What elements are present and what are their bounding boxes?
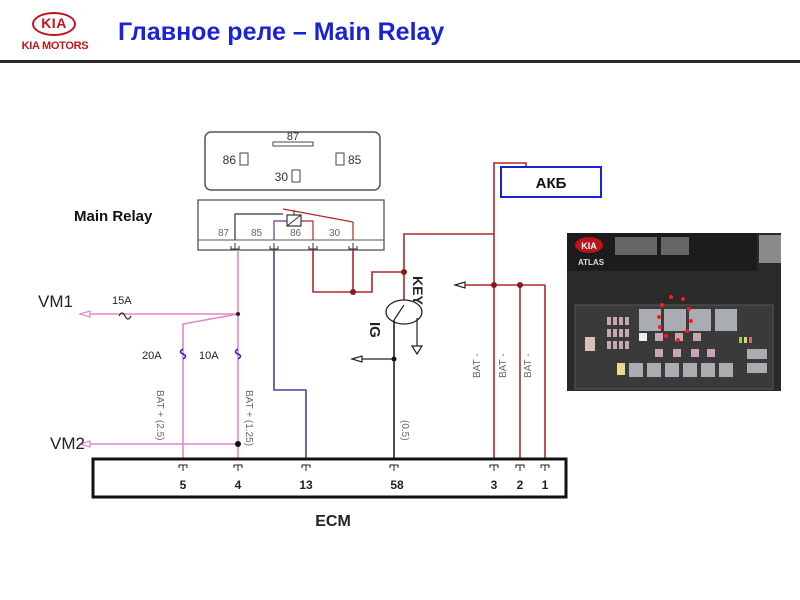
wire-label-pin3: BAT -	[472, 353, 483, 378]
wire-purple-ecm13	[273, 250, 307, 462]
ig-arrow-icon	[349, 355, 363, 363]
kia-emblem: KIA	[32, 12, 76, 36]
ecm-pin-13: 13	[299, 478, 313, 492]
pin-87-slot	[272, 141, 314, 147]
ground-arrow-icon	[410, 345, 424, 356]
key-label: KEY	[410, 276, 426, 305]
switch-arm	[282, 208, 354, 223]
relay-connector-terminals	[230, 243, 358, 250]
vm2-label: VM2	[50, 434, 85, 453]
relay-pin-layout: 87 86 85 30	[204, 131, 381, 191]
ecm-label: ECM	[315, 513, 351, 530]
fuse-10a-label: 10A	[199, 350, 219, 362]
kia-logo: KIA KIA MOTORS	[12, 10, 98, 58]
main-relay-label: Main Relay	[74, 208, 153, 225]
wire-pink-bat-plus	[85, 250, 239, 462]
header-divider	[0, 60, 800, 63]
ecm-pin-4: 4	[235, 478, 242, 492]
relay-pin-30: 30	[329, 228, 341, 239]
photo-kia-emblem: KIA	[581, 241, 597, 251]
battery-label: АКБ	[536, 175, 567, 192]
ecm-terminals	[178, 464, 550, 471]
fuse-box-photo: KIA ATLAS	[567, 233, 781, 391]
ecm-pin-5: 5	[180, 478, 187, 492]
page-title: Главное реле – Main Relay	[118, 18, 445, 46]
relay-pin-86: 86	[290, 228, 302, 239]
vm1-label: VM1	[38, 292, 73, 311]
ecm-pin-1: 1	[542, 478, 549, 492]
ig-label: IG	[366, 322, 383, 338]
fuse-15a-icon	[118, 312, 132, 320]
pin-label-86: 86	[223, 153, 237, 167]
wire-label-pin1: BAT -	[523, 353, 534, 378]
relay-marker-dots	[657, 295, 693, 342]
ignition-switch: KEY IG (0.5)	[349, 276, 426, 462]
relay-pin-layout-frame	[204, 131, 381, 191]
ecm-pin-2: 2	[517, 478, 524, 492]
wire-label-pin5: BAT + (2.5)	[154, 390, 165, 440]
ecm: 5 4 13 58 3 2 1 ECM	[91, 457, 568, 530]
wire-label-pin2: BAT -	[498, 353, 509, 378]
wire-label-pin58: (0.5)	[399, 420, 410, 441]
kia-motors-text: KIA MOTORS	[21, 40, 89, 52]
switch-contact-87	[234, 213, 283, 240]
bat-minus-arrow-icon	[452, 281, 466, 289]
wire-red-relay	[312, 162, 546, 462]
battery-box	[500, 166, 602, 198]
pin-label-85: 85	[348, 153, 362, 167]
fuse-15a-label: 15A	[112, 295, 132, 307]
junction-vm2	[235, 441, 241, 447]
pin-85-slot	[335, 152, 345, 166]
fuse-20a-label: 20A	[142, 350, 162, 362]
ecm-frame	[91, 457, 568, 499]
pin-label-87: 87	[287, 131, 299, 143]
wire-label-pin4: BAT + (1.25)	[243, 390, 254, 446]
vm1-arrow-icon	[77, 310, 91, 318]
fuse-20a-icon	[179, 348, 187, 360]
header: KIA KIA MOTORS Главное реле – Main Relay	[0, 0, 800, 63]
photo-battery-brand: ATLAS	[578, 258, 605, 267]
ecm-pin-58: 58	[390, 478, 404, 492]
pin-label-30: 30	[275, 170, 289, 184]
pin-86-slot	[239, 152, 249, 166]
relay-pin-85: 85	[251, 228, 263, 239]
fuse-10a-icon	[234, 348, 242, 360]
ecm-pin-3: 3	[491, 478, 498, 492]
relay-pin-87: 87	[218, 228, 230, 239]
vm2-arrow-icon	[77, 440, 91, 448]
pin-30-slot	[291, 169, 301, 183]
fuse-box-photo-drawing: KIA ATLAS	[567, 233, 781, 391]
main-relay: 87 85 86 30	[197, 199, 385, 251]
